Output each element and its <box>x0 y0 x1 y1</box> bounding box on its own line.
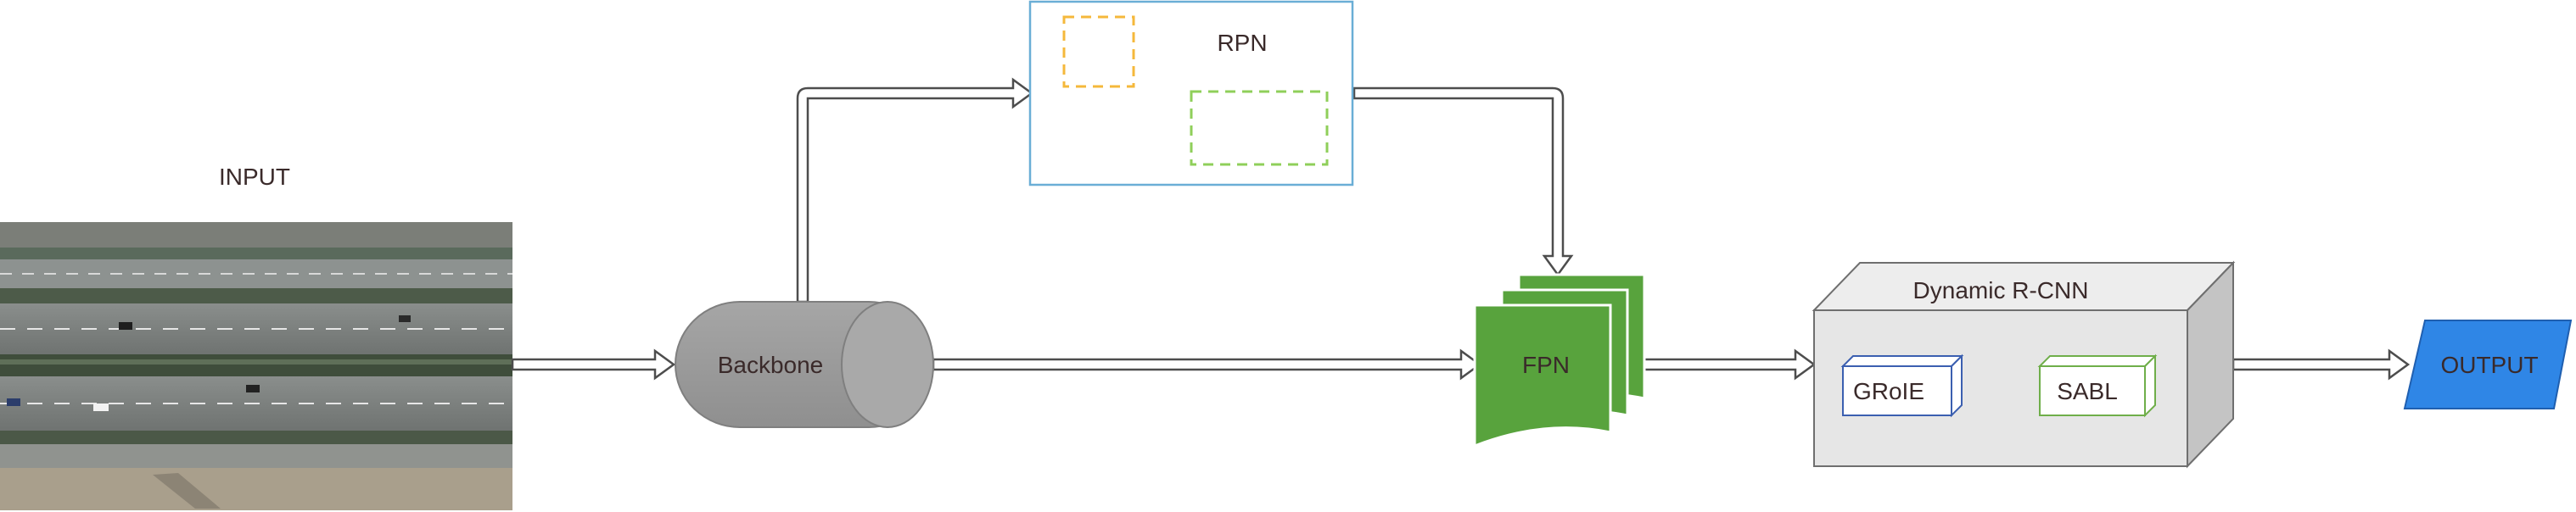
proposal-box-green <box>1190 90 1329 166</box>
rpn-label: RPN <box>1217 30 1267 56</box>
arrow-fpn-to-dynamic-rcnn <box>1643 348 1817 381</box>
sabl-label: SABL <box>2057 378 2118 404</box>
fpn-label: FPN <box>1522 352 1570 378</box>
fpn-stack: FPN <box>1473 273 1646 448</box>
output-label: OUTPUT <box>2440 352 2538 378</box>
dynamic-rcnn-label: Dynamic R-CNN <box>1913 277 2089 303</box>
groie-module: GRoIE <box>1840 353 1964 418</box>
input-aerial-image <box>0 222 512 510</box>
backbone-label: Backbone <box>718 352 824 378</box>
proposal-box-yellow <box>1062 15 1135 88</box>
arrow-backbone-to-rpn <box>796 77 1034 303</box>
output-node: OUTPUT <box>2403 320 2573 409</box>
arrow-backbone-to-fpn <box>932 348 1482 381</box>
groie-label: GRoIE <box>1853 378 1924 404</box>
backbone-cylinder: Backbone <box>675 301 934 428</box>
sabl-module: SABL <box>2037 353 2158 418</box>
arrow-rpn-to-fpn <box>1352 86 1574 277</box>
input-label: INPUT <box>219 164 290 190</box>
rpn-box: RPN <box>1028 0 1354 186</box>
dynamic-rcnn-box: Dynamic R-CNN GRoIE SABL <box>1812 260 2236 469</box>
arrow-dynamic-rcnn-to-output <box>2232 348 2411 381</box>
arrow-input-to-backbone <box>511 348 676 381</box>
